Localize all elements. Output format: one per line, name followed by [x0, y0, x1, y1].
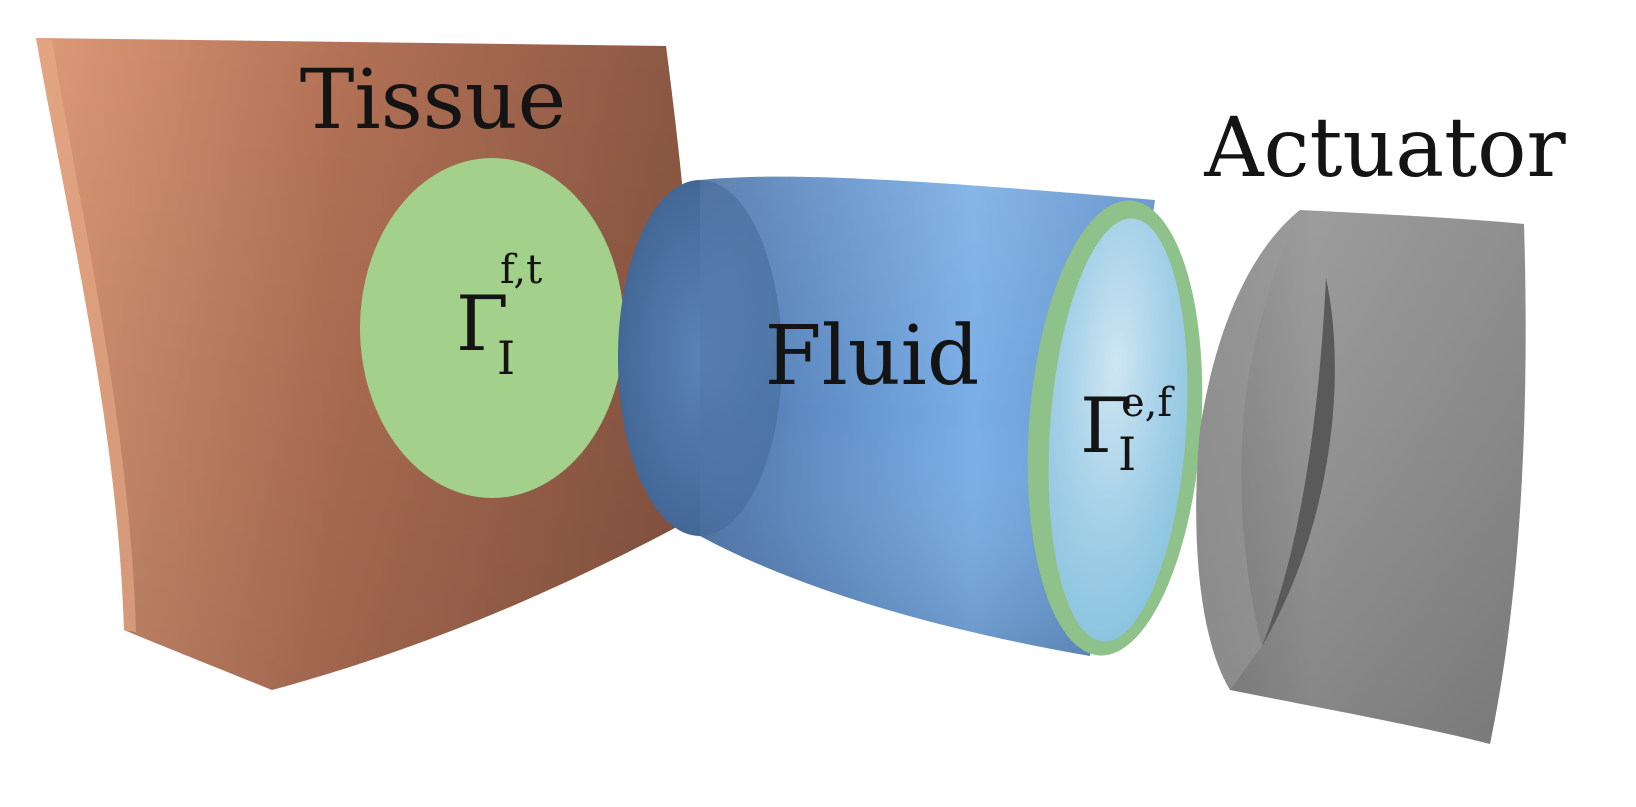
fluid-back-cap-seam — [618, 180, 782, 536]
actuator-fluid-subscript: I — [1118, 427, 1136, 481]
actuator-label: Actuator — [1203, 101, 1566, 196]
fluid-label: Fluid — [765, 309, 980, 404]
actuator-disk — [1196, 210, 1526, 744]
tissue-left-edge — [36, 38, 136, 632]
fluid-tissue-interface — [360, 158, 624, 498]
actuator-fluid-interface — [1027, 200, 1203, 656]
fluid-tissue-interface-disk — [360, 158, 624, 498]
fluid-tissue-superscript: f,t — [500, 247, 542, 293]
actuator-groove — [1262, 278, 1335, 646]
actuator-fluid-interface-label: Γ e,f I — [1080, 380, 1175, 481]
fluid-tissue-gamma: Γ — [456, 279, 509, 368]
actuator-fluid-gamma: Γ — [1080, 381, 1133, 470]
fluid-tissue-interface-label: Γ f,t I — [456, 247, 542, 385]
actuator-fluid-interface-face — [1048, 218, 1188, 642]
actuator-fluid-superscript: e,f — [1121, 380, 1175, 426]
actuator-rim — [1196, 210, 1300, 690]
fluid-tissue-subscript: I — [497, 331, 515, 385]
tissue-label: Tissue — [300, 53, 566, 148]
